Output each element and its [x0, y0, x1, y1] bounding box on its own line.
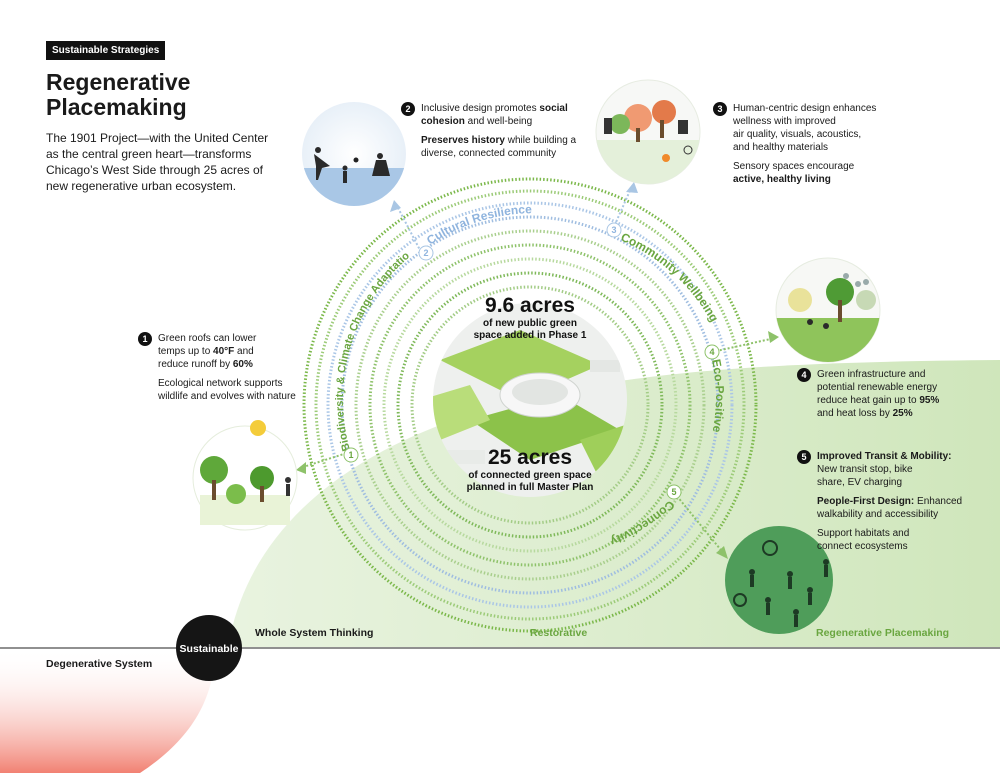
annotation-2: 2 Inclusive design promotes social cohes… [401, 102, 591, 166]
annotation-5-badge: 5 [797, 450, 811, 464]
annotation-4-badge: 4 [797, 368, 811, 382]
scene-biodiversity [192, 420, 298, 531]
scene-connectivity [725, 526, 833, 634]
annotation-2-badge: 2 [401, 102, 415, 116]
ring-badges: 1 2 3 4 5 [343, 222, 720, 500]
ring-blue-1 [326, 201, 734, 609]
annotation-2-p1: Inclusive design promotes social cohesio… [421, 103, 568, 127]
section-tag: Sustainable Strategies [46, 41, 166, 60]
sustainable-label: Sustainable [180, 643, 239, 655]
annotation-3-badge: 3 [713, 102, 727, 116]
ring-inner-1 [382, 257, 678, 553]
masterplan-value: 25 acres [487, 446, 573, 469]
sustainable-node [176, 615, 242, 681]
title-line-2: Placemaking [46, 94, 187, 120]
ring-inner-2 [396, 271, 664, 539]
title-line-1: Regenerative [46, 69, 191, 95]
annotation-1-badge: 1 [138, 332, 152, 346]
phase1-sub1: of new public green [483, 318, 577, 329]
annotation-5-p3: Support habitats and connect ecosystems [817, 528, 910, 552]
scene-cultural [302, 102, 406, 206]
scene-community [595, 79, 701, 185]
ring-badge-2: 2 [423, 248, 428, 258]
axis-whole-system: Whole System Thinking [255, 627, 374, 639]
ring-mid-1 [354, 229, 706, 581]
annotation-1-p2: Ecological network supports wildlife and… [158, 378, 296, 402]
annotation-3-p2: Sensory spaces encourage active, healthy… [733, 161, 855, 185]
annotation-2-p2: Preserves history while building a diver… [421, 135, 577, 159]
ring-outer-1 [302, 177, 758, 633]
masterplan-sub2: planned in full Master Plan [466, 482, 594, 493]
ring-outer-2 [314, 189, 746, 621]
masterplan-sub1: of connected green space [468, 470, 592, 481]
axis-degenerative: Degenerative System [46, 658, 153, 670]
annotation-4: 4 Green infrastructure and potential ren… [797, 368, 987, 426]
ring-badge-3: 3 [611, 225, 616, 235]
ring-badge-1: 1 [348, 450, 353, 460]
annotation-5-p2: People-First Design: Enhanced walkabilit… [817, 496, 963, 520]
ring-label-eco: Eco-Positive [709, 358, 727, 434]
annotation-4-p1: Green infrastructure and potential renew… [817, 369, 940, 419]
annotation-5-p1: Improved Transit & Mobility: New transit… [817, 451, 952, 488]
phase1-value: 9.6 acres [485, 294, 575, 317]
phase1-sub2: space added in Phase 1 [473, 330, 587, 341]
annotation-3: 3 Human-centric design enhances wellness… [713, 102, 903, 192]
strategy-rings [302, 177, 758, 633]
axis-restorative: Restorative [530, 627, 588, 639]
intro-paragraph: The 1901 Project—with the United Center … [46, 131, 269, 193]
connector-arrows [299, 185, 776, 556]
ring-label-community: Community Wellbeing [619, 230, 722, 324]
annotation-5: 5 Improved Transit & Mobility: New trans… [797, 450, 987, 559]
axis-regenerative: Regenerative Placemaking [816, 627, 950, 639]
annotation-1-p1: Green roofs can lower temps up to 40°F a… [158, 333, 257, 370]
scene-eco [775, 257, 881, 363]
page-title: Regenerative Placemaking [46, 70, 286, 120]
ring-inner-3 [410, 285, 650, 525]
annotation-1: 1 Green roofs can lower temps up to 40°F… [138, 332, 308, 409]
ring-blue-2 [340, 215, 720, 595]
ring-badge-4: 4 [709, 347, 714, 357]
ring-badge-5: 5 [671, 487, 676, 497]
ring-mid-2 [368, 243, 692, 567]
phase1-stat: 9.6 acres of new public green space adde… [450, 294, 610, 342]
arrow-heads [296, 182, 779, 559]
degenerative-zone [0, 648, 215, 773]
masterplan-stat: 25 acres of connected green space planne… [450, 446, 610, 494]
annotation-3-p1: Human-centric design enhances wellness w… [733, 103, 877, 153]
